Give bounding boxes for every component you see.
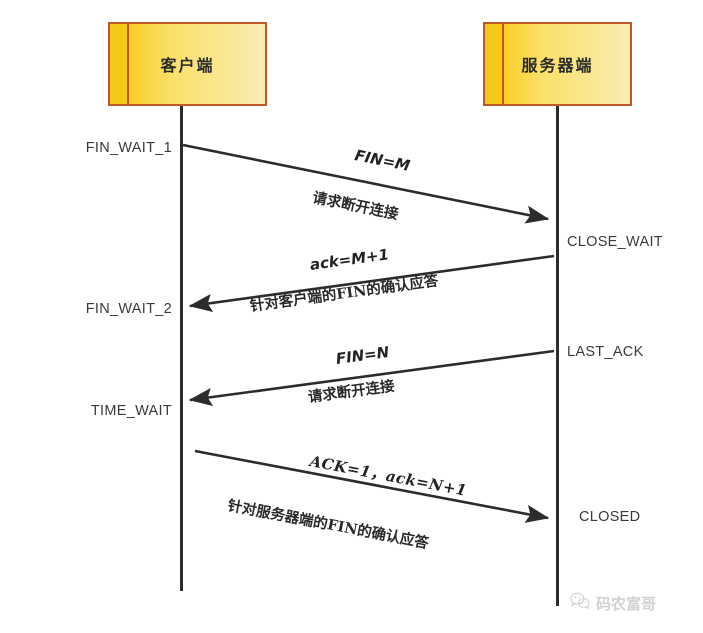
actor-label-server: 服务器端 [521, 56, 594, 75]
message-label-primary-4: ACK=1，ack=N+1 [308, 452, 469, 500]
actor-box-client: 客户端 [108, 22, 267, 106]
message-label-secondary-4: 针对服务器端的FIN的确认应答 [226, 497, 431, 553]
state-label-time-wait: TIME_WAIT [90, 403, 172, 419]
actor-label-client: 客户端 [160, 56, 215, 75]
state-label-last-ack: LAST_ACK [567, 344, 644, 360]
wechat-icon [570, 592, 590, 615]
message-label-primary-3: FIN=N [334, 343, 391, 368]
state-label-fin-wait-2: FIN_WAIT_2 [85, 301, 172, 317]
state-label-fin-wait-1: FIN_WAIT_1 [85, 140, 172, 156]
message-label-primary-2: ack=M+1 [308, 245, 390, 274]
lifeline-server [556, 106, 559, 606]
state-label-closed: CLOSED [579, 509, 641, 525]
state-label-close-wait: CLOSE_WAIT [567, 234, 663, 250]
watermark-text: 码农富哥 [596, 595, 657, 613]
actor-box-server: 服务器端 [483, 22, 632, 106]
message-label-secondary-2: 针对客户端的FIN的确认应答 [248, 272, 440, 315]
client-box-accent-band [110, 24, 129, 104]
message-label-secondary-3: 请求断开连接 [307, 377, 396, 406]
lifeline-client [180, 106, 183, 591]
message-label-secondary-1: 请求断开连接 [311, 189, 400, 224]
watermark: 码农富哥 [570, 592, 656, 615]
server-box-accent-band [485, 24, 504, 104]
message-label-primary-1: FIN=M [353, 146, 412, 175]
